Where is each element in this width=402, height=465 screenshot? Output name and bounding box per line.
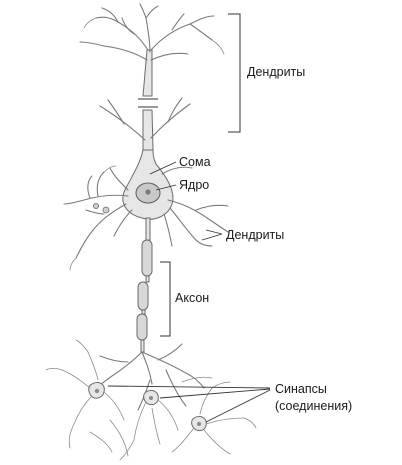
side-dendrites-leader bbox=[201, 229, 223, 241]
basal-dendrites bbox=[63, 165, 229, 271]
myelin-segment bbox=[141, 239, 153, 277]
soma bbox=[122, 149, 174, 220]
label-dendrites-top: Дендриты bbox=[247, 65, 305, 79]
label-synapses: Синапсы bbox=[275, 382, 327, 396]
soma-leader bbox=[149, 161, 177, 175]
axon bbox=[136, 217, 153, 353]
axon-bracket bbox=[160, 261, 171, 337]
label-dendrites-side: Дендриты bbox=[226, 228, 284, 242]
synapses-leaders bbox=[107, 385, 271, 423]
label-synapses-sub: (соединения) bbox=[275, 399, 352, 413]
axon-terminals bbox=[93, 343, 205, 411]
postsynaptic-neurons bbox=[45, 339, 257, 461]
label-axon: Аксон bbox=[175, 291, 209, 305]
myelin-segment bbox=[136, 313, 148, 341]
apical-dendrites bbox=[79, 3, 225, 151]
myelin-segment bbox=[137, 281, 149, 311]
label-soma: Сома bbox=[179, 155, 211, 169]
label-nucleus: Ядро bbox=[179, 178, 209, 192]
nucleus-leader bbox=[155, 184, 177, 191]
dendrites-bracket bbox=[228, 13, 241, 133]
